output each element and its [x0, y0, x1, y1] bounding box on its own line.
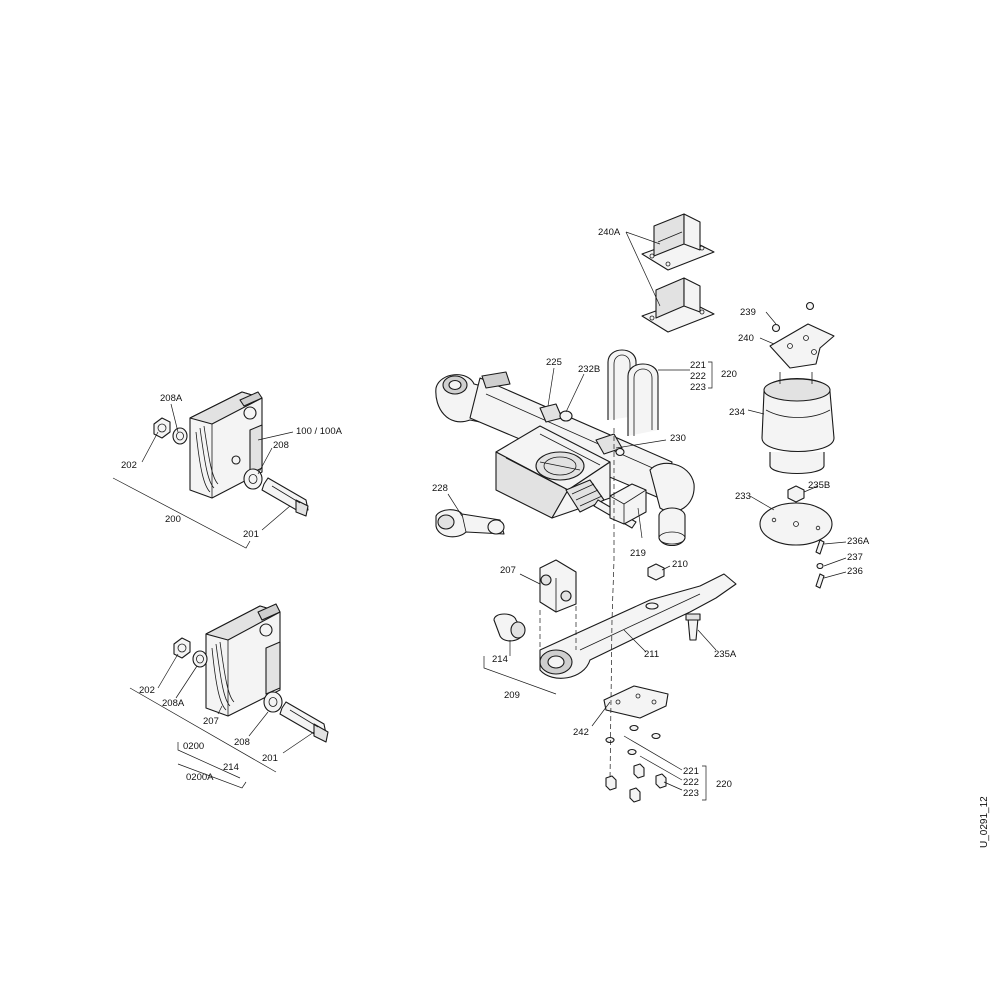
plate-242	[591, 685, 669, 727]
callout-207-bot: 207	[203, 716, 219, 727]
callout-220-top: 220	[721, 369, 737, 380]
bolt-235A	[685, 613, 717, 651]
callout-207-mid: 207	[500, 565, 516, 576]
callout-219: 219	[630, 548, 646, 559]
callout-0200A: 0200A	[186, 772, 214, 783]
u-bolt-nuts-bottom	[605, 724, 707, 803]
callout-211: 211	[644, 649, 659, 660]
callout-208-bot: 208	[234, 737, 250, 748]
callout-237: 237	[847, 552, 863, 563]
drawing-reference-code: U_0291_12	[979, 796, 990, 848]
air-spring-plates	[625, 213, 835, 369]
callout-222-top: 222	[690, 371, 706, 382]
callout-239: 239	[740, 307, 756, 318]
callout-220-bot: 220	[716, 779, 732, 790]
callout-200: 200	[165, 514, 181, 525]
callout-236A: 236A	[847, 536, 870, 547]
bracket-assembly-200	[112, 391, 309, 549]
callout-100: 100 / 100A	[296, 426, 343, 437]
callout-210: 210	[672, 559, 688, 570]
callout-221-top: 221	[690, 360, 706, 371]
bracket-207	[519, 559, 577, 613]
callout-233: 233	[735, 491, 751, 502]
callout-242: 242	[573, 727, 589, 738]
callout-235A: 235A	[714, 649, 737, 660]
callout-201-bot: 201	[262, 753, 278, 764]
fasteners-236	[815, 539, 847, 589]
callout-225: 225	[546, 357, 562, 368]
u-bolt-set-top	[607, 349, 713, 436]
callout-202-top: 202	[121, 460, 137, 471]
callout-240A: 240A	[598, 227, 621, 238]
bushing-214	[483, 613, 557, 695]
shock-absorber-228	[435, 493, 505, 538]
callout-221-bot: 221	[683, 766, 699, 777]
spring-arm-211	[539, 573, 737, 679]
callout-240: 240	[738, 333, 754, 344]
callout-208-top: 208	[273, 440, 289, 451]
callout-214-bot: 214	[223, 762, 239, 773]
nut-210	[647, 563, 671, 581]
assembly-centerlines	[539, 428, 615, 781]
callout-230: 230	[670, 433, 686, 444]
callout-222-bot: 222	[683, 777, 699, 788]
callout-0200: 0200	[183, 741, 204, 752]
callout-208A-top: 208A	[160, 393, 183, 404]
callout-232B: 232B	[578, 364, 600, 375]
callout-201-top: 201	[243, 529, 259, 540]
callout-223-top: 223	[690, 382, 706, 393]
callout-234: 234	[729, 407, 745, 418]
bracket-assembly-0200	[129, 603, 329, 789]
axle-assembly	[435, 367, 695, 547]
callout-208A-bot: 208A	[162, 698, 185, 709]
callout-labels: 100 / 100A 208A 208 202 201 200 202 208A…	[121, 227, 870, 799]
callout-223-bot: 223	[683, 788, 699, 799]
callout-228: 228	[432, 483, 448, 494]
base-plate-233	[749, 485, 833, 546]
callout-235B: 235B	[808, 480, 830, 491]
callout-214-mid: 214	[492, 654, 508, 665]
callout-209: 209	[504, 690, 520, 701]
callout-236: 236	[847, 566, 863, 577]
callout-202-bot: 202	[139, 685, 155, 696]
air-spring-234	[747, 372, 835, 474]
